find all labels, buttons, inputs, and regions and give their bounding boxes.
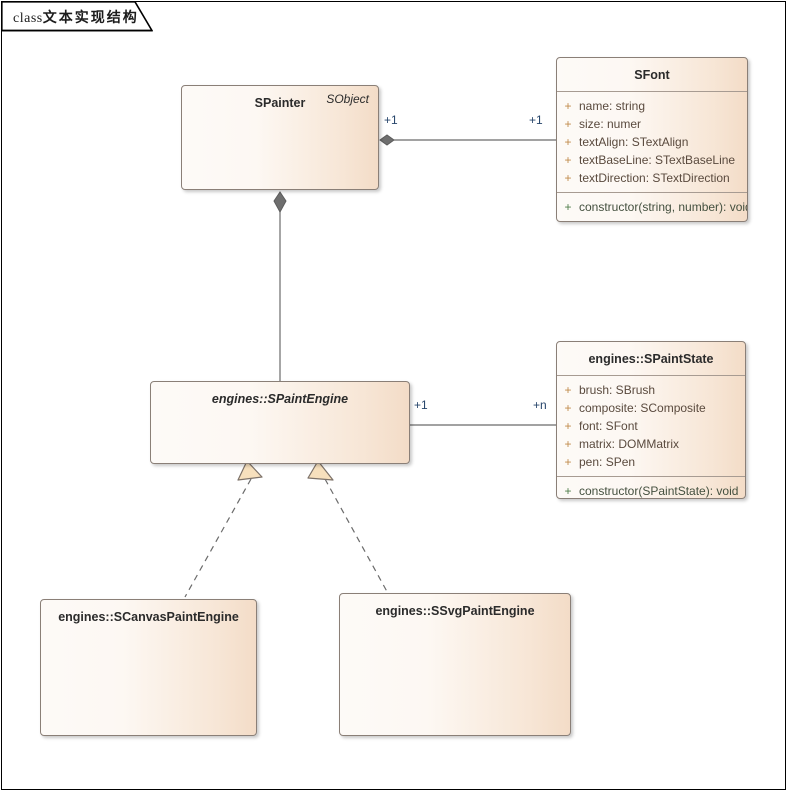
multiplicity-spainter-to-sfont: +1 [384, 113, 398, 127]
attribute-text: brush: SBrush [579, 383, 656, 397]
attribute-text: name: string [579, 99, 646, 113]
connector-scanvaspaintengine-spaintengine [184, 460, 263, 598]
attribute-row: + textBaseLine: STextBaseLine [557, 151, 747, 169]
multiplicity-spaintengine-to-spaintstate: +1 [414, 398, 428, 412]
class-name-sfont: SFont [634, 68, 670, 82]
attribute-row: + pen: SPen [557, 453, 745, 471]
visibility-marker: + [564, 484, 572, 498]
attribute-text: matrix: DOMMatrix [579, 437, 679, 451]
composition-diamond-icon [273, 191, 287, 214]
operations-compartment-spaintstate: + constructor(SPaintState): void [557, 477, 745, 498]
visibility-marker: + [564, 135, 572, 149]
compartment-divider [557, 476, 745, 477]
visibility-marker: + [564, 200, 572, 214]
diagram-title-tab-shape [1, 1, 153, 32]
diagram-title-name: 文本实现结构 [42, 10, 139, 26]
operations-compartment-sfont: + constructor(string, number): void [557, 193, 747, 221]
visibility-marker: + [564, 117, 572, 131]
visibility-marker: + [564, 455, 572, 469]
class-name-ssvgpaintengine: engines::SSvgPaintEngine [375, 604, 535, 618]
visibility-marker: + [564, 153, 572, 167]
compartment-divider [557, 375, 745, 376]
multiplicity-sfont-to-spainter: +1 [529, 113, 543, 127]
visibility-marker: + [564, 437, 572, 451]
attribute-text: textDirection: STextDirection [579, 171, 730, 185]
visibility-marker: + [564, 419, 572, 433]
visibility-marker: + [564, 171, 572, 185]
operation-text: constructor(SPaintState): void [579, 484, 739, 498]
class-header-spaintengine: engines::SPaintEngine [151, 382, 409, 415]
visibility-marker: + [564, 99, 572, 113]
class-header-scanvaspaintengine: engines::SCanvasPaintEngine [41, 600, 256, 633]
class-box-scanvaspaintengine[interactable]: engines::SCanvasPaintEngine [40, 599, 257, 736]
attribute-row: + brush: SBrush [557, 381, 745, 399]
class-header-ssvgpaintengine: engines::SSvgPaintEngine [340, 594, 570, 627]
connector-spainter-spaintengine [273, 191, 287, 381]
visibility-marker: + [564, 401, 572, 415]
class-stereotype-spainter: SObject [326, 92, 369, 106]
class-header-sfont: SFont [557, 58, 747, 91]
attribute-row: + textAlign: STextAlign [557, 133, 747, 151]
attribute-row: + textDirection: STextDirection [557, 169, 747, 187]
class-box-ssvgpaintengine[interactable]: engines::SSvgPaintEngine [339, 593, 571, 736]
attribute-row: + size: numer [557, 115, 747, 133]
attribute-text: textBaseLine: STextBaseLine [579, 153, 736, 167]
class-name-spainter: SPainter [254, 96, 306, 110]
compartment-divider [557, 91, 747, 92]
attributes-compartment-sfont: + name: string + size: numer + textAlign… [557, 92, 747, 192]
multiplicity-spaintstate-to-spaintengine: +n [533, 398, 547, 412]
diagram-title-text: class文本实现结构 [13, 7, 139, 27]
attribute-text: pen: SPen [579, 455, 636, 469]
attribute-text: font: SFont [579, 419, 638, 433]
class-box-spaintengine[interactable]: engines::SPaintEngine [150, 381, 410, 464]
class-header-spaintstate: engines::SPaintState [557, 342, 745, 375]
attributes-compartment-spaintstate: + brush: SBrush + composite: SComposite … [557, 376, 745, 476]
class-box-spainter[interactable]: SObject SPainter [181, 85, 379, 190]
class-name-spaintengine: engines::SPaintEngine [211, 392, 349, 406]
compartment-divider [557, 192, 747, 193]
aggregation-diamond-icon [379, 134, 395, 146]
attribute-row: + matrix: DOMMatrix [557, 435, 745, 453]
connector-ssvgpaintengine-spaintengine [307, 460, 391, 598]
attribute-row: + name: string [557, 97, 747, 115]
diagram-title-tab[interactable]: class文本实现结构 [1, 1, 153, 32]
operation-row: + constructor(string, number): void [557, 198, 747, 216]
connector-spainter-sfont [379, 134, 556, 146]
visibility-marker: + [564, 383, 572, 397]
diagram-title-keyword: class [13, 11, 43, 26]
attribute-row: + composite: SComposite [557, 399, 745, 417]
class-box-sfont[interactable]: SFont + name: string + size: numer + tex… [556, 57, 748, 222]
class-header-spainter: SObject SPainter [182, 86, 378, 119]
attribute-text: textAlign: STextAlign [579, 135, 689, 149]
attribute-row: + font: SFont [557, 417, 745, 435]
class-name-scanvaspaintengine: engines::SCanvasPaintEngine [58, 610, 239, 624]
attribute-text: size: numer [579, 117, 642, 131]
class-box-spaintstate[interactable]: engines::SPaintState + brush: SBrush + c… [556, 341, 746, 499]
operation-row: + constructor(SPaintState): void [557, 482, 745, 498]
class-name-spaintstate: engines::SPaintState [588, 352, 714, 366]
attribute-text: composite: SComposite [579, 401, 706, 415]
operation-text: constructor(string, number): void [579, 200, 748, 214]
